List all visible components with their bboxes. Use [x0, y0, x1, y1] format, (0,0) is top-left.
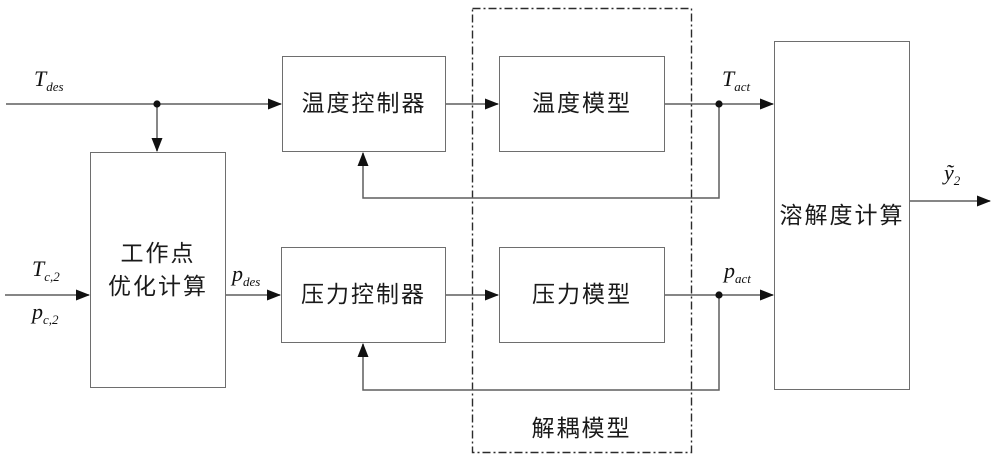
block-temperature-model-label: 温度模型 [532, 91, 632, 117]
signal-label-t-act-sub: act [734, 79, 751, 94]
decoupling-model-caption: 解耦模型 [472, 409, 691, 443]
block-pressure-controller: 压力控制器 [281, 247, 446, 343]
signal-label-t-act-base: T [722, 66, 735, 91]
signal-label-t-act: Tact [722, 66, 750, 95]
block-pressure-controller-label: 压力控制器 [301, 282, 426, 308]
signal-label-p-act-base: p [724, 258, 735, 283]
junction-dot-tdes [153, 100, 161, 108]
signal-label-t-des: Tdes [34, 66, 64, 95]
signal-label-p-des: pdes [232, 261, 260, 290]
signal-label-t-des-base: T [34, 66, 47, 91]
junction-dot-tact [715, 100, 723, 108]
block-temperature-controller-label: 温度控制器 [301, 91, 427, 117]
signal-label-p-c2: pc,2 [32, 299, 59, 328]
decoupling-model-caption-text: 解耦模型 [531, 416, 632, 441]
signal-label-y2-sub: 2 [953, 173, 961, 188]
signal-label-p-c2-sub: c,2 [43, 312, 59, 327]
block-temperature-model: 温度模型 [499, 56, 665, 152]
signal-label-t-des-sub: des [46, 79, 64, 94]
block-solubility-calculation: 溶解度计算 [774, 41, 910, 390]
junction-dot-pact [715, 291, 723, 299]
block-operating-point-line2: 优化计算 [108, 274, 208, 299]
block-temperature-controller: 温度控制器 [282, 56, 446, 152]
signal-label-y2-output: ỹ2 [944, 160, 960, 189]
wire-pressure-feedback [357, 295, 720, 391]
signal-label-y2-base: ỹ [944, 160, 954, 185]
block-solubility-calculation-label: 溶解度计算 [779, 202, 905, 228]
decoupling-dashed-frame [471, 7, 693, 454]
block-pressure-model-label: 压力模型 [532, 282, 632, 308]
signal-label-t-c2-base: T [32, 256, 45, 281]
signal-label-p-des-base: p [232, 261, 243, 286]
signal-label-t-c2-sub: c,2 [44, 269, 60, 284]
signal-label-p-c2-base: p [32, 299, 43, 324]
signal-label-p-act-sub: act [735, 271, 751, 286]
block-operating-point-line1: 工作点 [120, 240, 196, 266]
block-pressure-model: 压力模型 [499, 247, 665, 343]
signal-label-t-c2: Tc,2 [32, 256, 60, 285]
signal-label-p-act: pact [724, 258, 751, 287]
wire-temp-feedback [357, 104, 720, 199]
block-operating-point-optimization: 工作点 优化计算 [90, 152, 226, 388]
signal-label-p-des-sub: des [243, 274, 261, 289]
